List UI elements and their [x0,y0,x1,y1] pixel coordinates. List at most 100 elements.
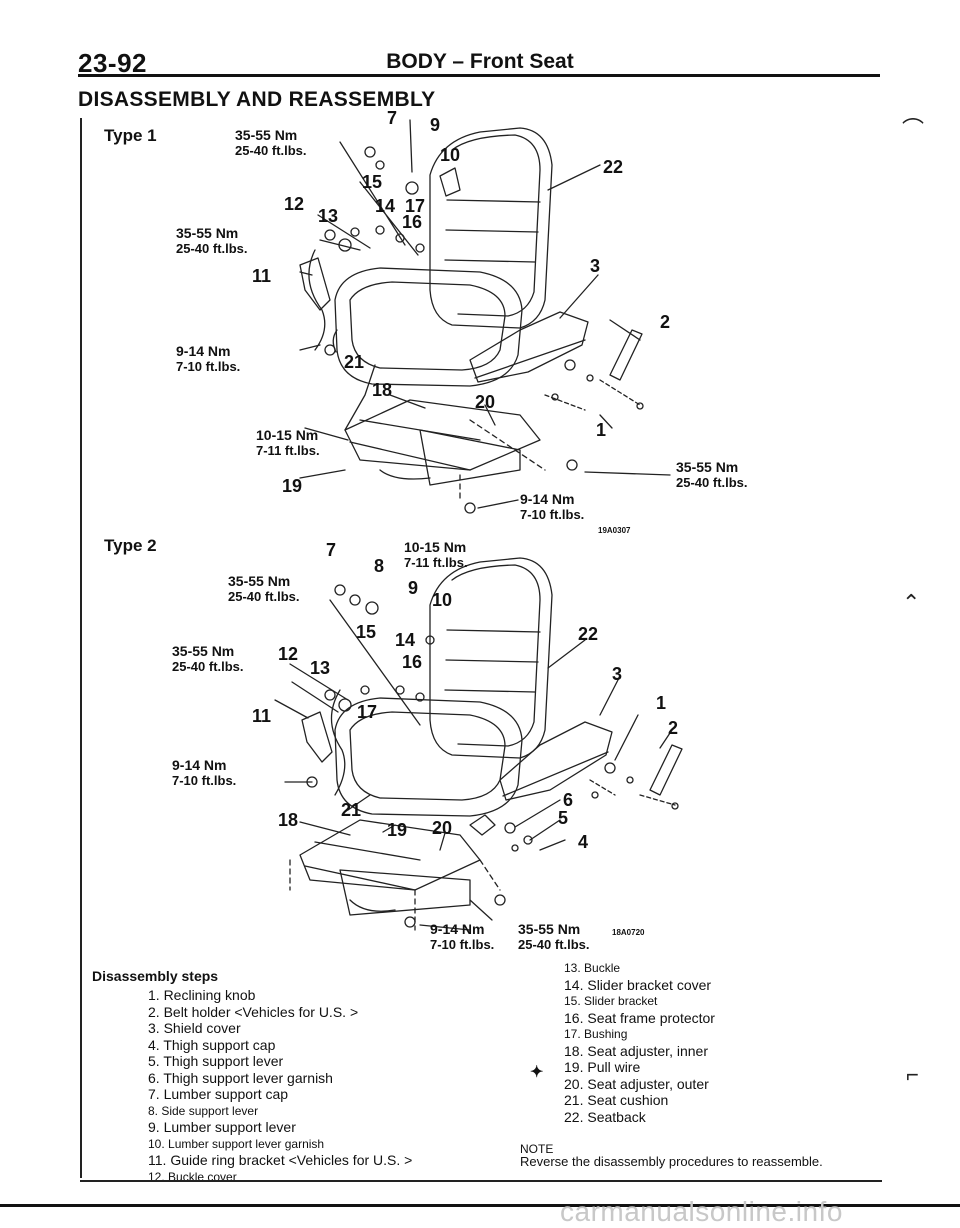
torque-ftlbs: 25-40 ft.lbs. [676,475,748,490]
bottom-bar [0,1204,960,1207]
part-number: 14 [375,196,396,216]
torque-ftlbs: 7-10 ft.lbs. [176,359,241,374]
type2-callout-lever: 9-14 Nm 7-10 ft.lbs. [172,758,237,789]
torque-nm: 35-55 Nm [518,921,581,937]
torque-ftlbs: 7-11 ft.lbs. [404,555,468,570]
torque-nm: 35-55 Nm [176,225,239,241]
torque-ftlbs: 25-40 ft.lbs. [176,241,248,256]
part-number: 1 [656,693,667,713]
step-item: 17. Bushing [564,1027,628,1041]
step-item: 13. Buckle [564,961,621,975]
step-item: 10. Lumber support lever garnish [148,1136,325,1151]
type1-callout-top: 35-55 Nm 25-40 ft.lbs. [235,127,307,159]
torque-nm: 10-15 Nm [404,539,467,555]
step-item: 8. Side support lever [148,1103,259,1118]
disassembly-steps-title: Disassembly steps [92,968,219,984]
part-number: 7 [387,108,398,128]
part-number: 17 [357,702,378,722]
type2-seat-drawing [274,557,683,931]
part-number: 11 [252,706,272,726]
part-number: 21 [344,352,365,372]
part-number: 9 [408,578,419,598]
part-number: 3 [590,256,601,276]
part-number: 14 [395,630,416,650]
part-number: 15 [362,172,383,192]
step-item: 21. Seat cushion [564,1092,669,1108]
part-number: 13 [318,206,339,226]
step-item: 4. Thigh support cap [148,1036,276,1053]
part-number: 12 [278,644,299,664]
part-number: 6 [563,790,574,810]
step-item: 14. Slider bracket cover [564,976,712,993]
header-rule [78,74,880,77]
step-item: 16. Seat frame protector [564,1009,715,1026]
part-number: 22 [578,624,599,644]
type1-callout-bottom: 9-14 Nm 7-10 ft.lbs. [520,491,584,523]
part-number: 19 [282,476,303,496]
type1-callout-rail: 10-15 Nm 7-11 ft.lbs. [256,428,320,459]
type2-callout-right: 35-55 Nm 25-40 ft.lbs. [518,921,590,953]
part-number: 19 [387,820,408,840]
step-item: 6. Thigh support lever garnish [148,1069,333,1086]
step-item: 9. Lumber support lever [148,1119,296,1135]
part-number: 17 [405,196,426,216]
margin-mark: ⌃ [902,590,921,615]
step-marker-icon: ✦ [530,1064,544,1081]
type2-callout-left: 35-55 Nm 25-40 ft.lbs. [172,644,244,675]
part-number: 10 [440,145,461,165]
step-item: 3. Shield cover [148,1020,241,1036]
torque-ftlbs: 7-10 ft.lbs. [172,773,237,788]
part-number: 8 [374,556,385,576]
step-item: 2. Belt holder <Vehicles for U.S. > [148,1003,359,1020]
part-number: 11 [252,266,272,286]
footer-rule [80,1180,882,1182]
part-number: 13 [310,658,331,678]
step-item: 18. Seat adjuster, inner [564,1042,708,1059]
part-number: 18 [278,810,299,830]
page-number: 23-92 [78,48,147,78]
step-item: 19. Pull wire [564,1059,641,1075]
type2-callout-top: 35-55 Nm 25-40 ft.lbs. [228,574,300,605]
part-number: 1 [596,420,607,440]
type1-callout-right: 35-55 Nm 25-40 ft.lbs. [676,460,748,491]
part-number: 2 [668,718,679,738]
watermark: carmanualsonline.info [560,1196,843,1227]
torque-nm: 35-55 Nm [235,127,298,143]
margin-mark: ⌒ [902,117,925,142]
type1-callout-left: 35-55 Nm 25-40 ft.lbs. [176,225,248,257]
part-number: 21 [341,800,362,820]
torque-nm: 9-14 Nm [520,491,575,507]
torque-ftlbs: 25-40 ft.lbs. [172,659,244,674]
note-text: Reverse the disassembly procedures to re… [520,1154,823,1169]
torque-ftlbs: 25-40 ft.lbs. [228,589,300,604]
step-item: 22. Seatback [564,1108,646,1125]
torque-ftlbs: 7-10 ft.lbs. [430,937,495,952]
margin-mark: ⌐ [906,1062,919,1087]
figure-code: 19A0307 [598,526,631,535]
part-number: 3 [612,664,623,684]
type1-callout-lever: 9-14 Nm 7-10 ft.lbs. [176,344,241,375]
section-title: DISASSEMBLY AND REASSEMBLY [78,88,436,111]
type1-seat-drawing [299,119,671,514]
part-number: 5 [558,808,569,828]
type2-callout-mid: 10-15 Nm 7-11 ft.lbs. [404,539,468,571]
part-number: 10 [432,590,453,610]
torque-nm: 9-14 Nm [430,921,485,937]
torque-ftlbs: 25-40 ft.lbs. [235,143,307,158]
part-number: 2 [660,312,671,332]
type1-label: Type 1 [104,126,157,145]
step-item: 5. Thigh support lever [148,1053,284,1069]
part-number: 12 [284,194,305,214]
part-number: 16 [402,652,423,672]
part-number: 20 [432,818,453,838]
step-item: 20. Seat adjuster, outer [564,1075,709,1092]
torque-ftlbs: 25-40 ft.lbs. [518,937,590,952]
part-number: 20 [475,392,496,412]
part-number: 22 [603,157,624,177]
torque-ftlbs: 7-11 ft.lbs. [256,443,320,458]
step-item: 12. Buckle cover [148,1169,237,1184]
part-number: 4 [578,832,589,852]
type2-callout-bottom: 9-14 Nm 7-10 ft.lbs. [430,921,495,953]
part-number: 16 [402,212,423,232]
